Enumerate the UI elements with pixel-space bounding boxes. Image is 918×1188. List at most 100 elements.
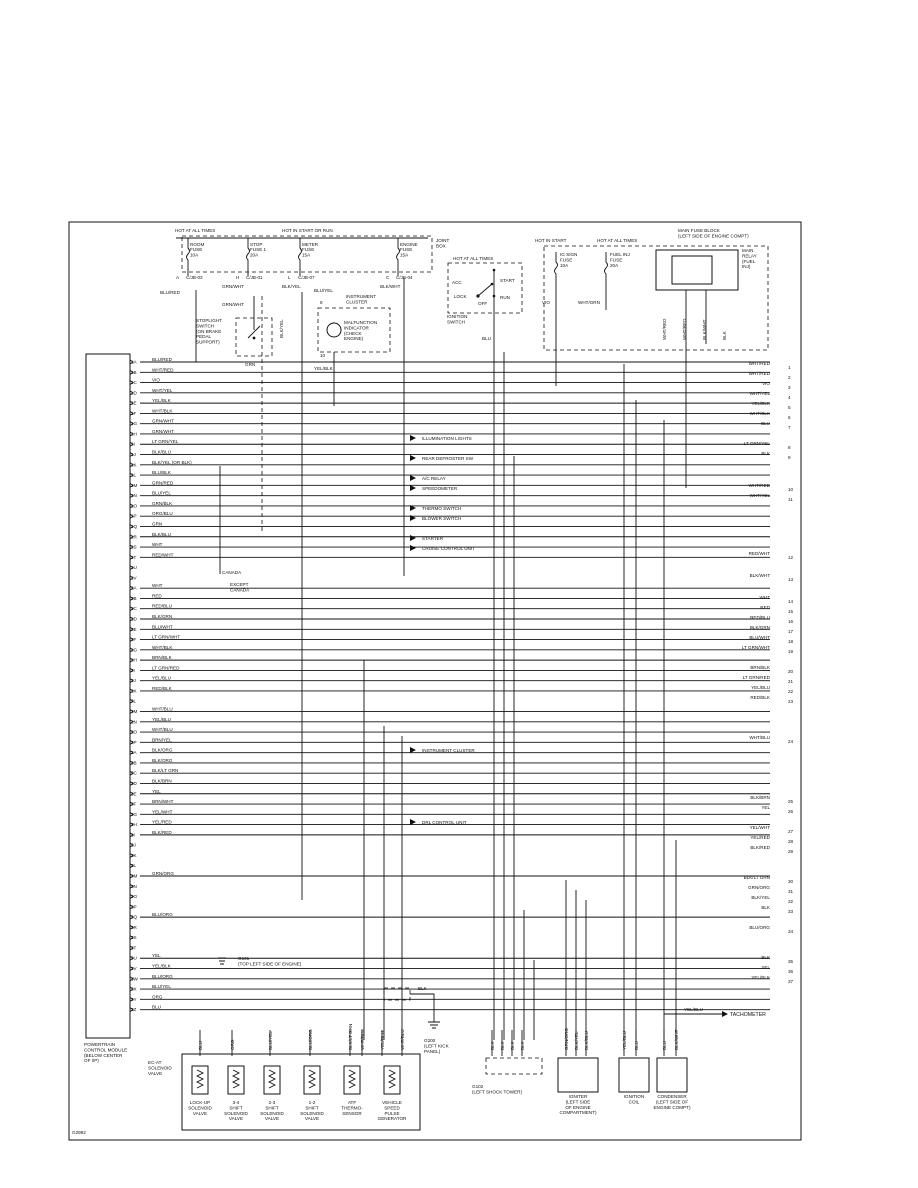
vertical-trunks [195,278,707,1040]
pcm-wire-label: WHT/YEL [152,388,173,393]
wire-blu: BLU [482,336,491,341]
pcm-pin-id: 1U [131,565,137,570]
bottom-wire-label: BLK [510,1040,515,1050]
pcm-wire-label: WHT/BLU [152,727,173,732]
pcm-pin-id: 3O [131,894,138,899]
pcm-pin-id: 2P [131,740,137,745]
pcm-pin-id: 3C [131,771,138,776]
pcm-wire-label: VIO [152,378,160,383]
pcm-pin-id: 2L [131,699,137,704]
right-wire-label: LT GRN/RED [743,675,771,680]
pcm-pin-1V: 1V [129,575,138,580]
pcm-pin-id: 1V [131,575,138,580]
pcm-pin-id: 1R [131,534,138,539]
pcm-pin-3L: 3L [129,863,137,868]
pcm-pin-id: 3Q [131,915,138,920]
bottom-wire-label: WHT/BLU [360,1029,365,1050]
right-wire-num: 30 [788,879,794,884]
pcm-pin-id: 2K [131,688,138,693]
pcm-pin-3N: 3N [129,884,137,889]
pcm-pin-3P: 3P [129,904,137,909]
right-wire-label: RED/BLU [750,615,770,620]
bottom-wire-label: BLK/WHT [674,1029,679,1050]
right-wire-num: 23 [788,699,794,704]
right-wire-num: 29 [788,849,794,854]
fuse-pin-1: H [236,275,239,280]
pcm-wire-label: BLK/ORG [152,758,173,763]
pcm-wire-label: BLK/RED [152,830,172,835]
right-wire-30: BLK/LT GRN 30 [744,875,794,884]
pcm-pin-2L: 2L [129,699,137,704]
right-wire-label: BLK/LT GRN [744,875,770,880]
relay-blk-wht-label: BLK/WHT [702,319,707,340]
bottom-wire-3: BLU/ORG [308,1029,313,1056]
relay-wht-red-label: WHT/RED [662,318,667,340]
right-wire-num: 12 [788,555,794,560]
right-wire-label: BLK/BRN [750,795,770,800]
pcm-pin-id: 3U [131,956,137,961]
pcm-wire-label: BLK/GRN [152,614,172,619]
bottom-wire-6: YEL/BLU [380,1030,385,1056]
pcm-pin-id: 2F [131,637,137,642]
pcm-wire-label: BLU/ORG [152,912,173,917]
bottom-wire-label: YEL/BLU [380,1031,385,1050]
bottom-wire-label: BLU [198,1041,203,1050]
fuse-pin-0: A [176,275,180,280]
right-wire-label: WHT/BLK [750,411,771,416]
bottom-wire-label: BLK/LT GRN [348,1024,353,1050]
right-wire-label: LT GRN/WHT [742,645,770,650]
bottom-wire-7: WHT/BLU [400,1029,405,1056]
tachometer-link: YEL/BLU TACHOMETER [664,1007,766,1018]
right-wire-num: 19 [788,649,794,654]
right-wire-label: WHT/YEL [750,391,771,396]
g102-label: G102(LEFT SHOCK TOWER) [472,1084,522,1094]
right-wire-num: 22 [788,689,794,694]
bottom-wire-11: BLK [520,1030,525,1056]
right-wire-num: 20 [788,669,794,674]
right-wire-num: 33 [788,909,794,914]
output-label: STARTER [422,536,444,541]
right-wire-num: 37 [788,979,794,984]
pcm-wire-label: YEL/BLK [152,964,172,969]
pcm-pin-id: 1S [131,545,137,550]
relay-wht-red2-label: WHT/RED [682,318,687,340]
output-label: REAR DEFROSTER SW [422,456,474,461]
right-wire-num: 21 [788,679,794,684]
pcm-pin-id: 2B [131,596,137,601]
pcm-pin-id: 1L [131,473,137,478]
